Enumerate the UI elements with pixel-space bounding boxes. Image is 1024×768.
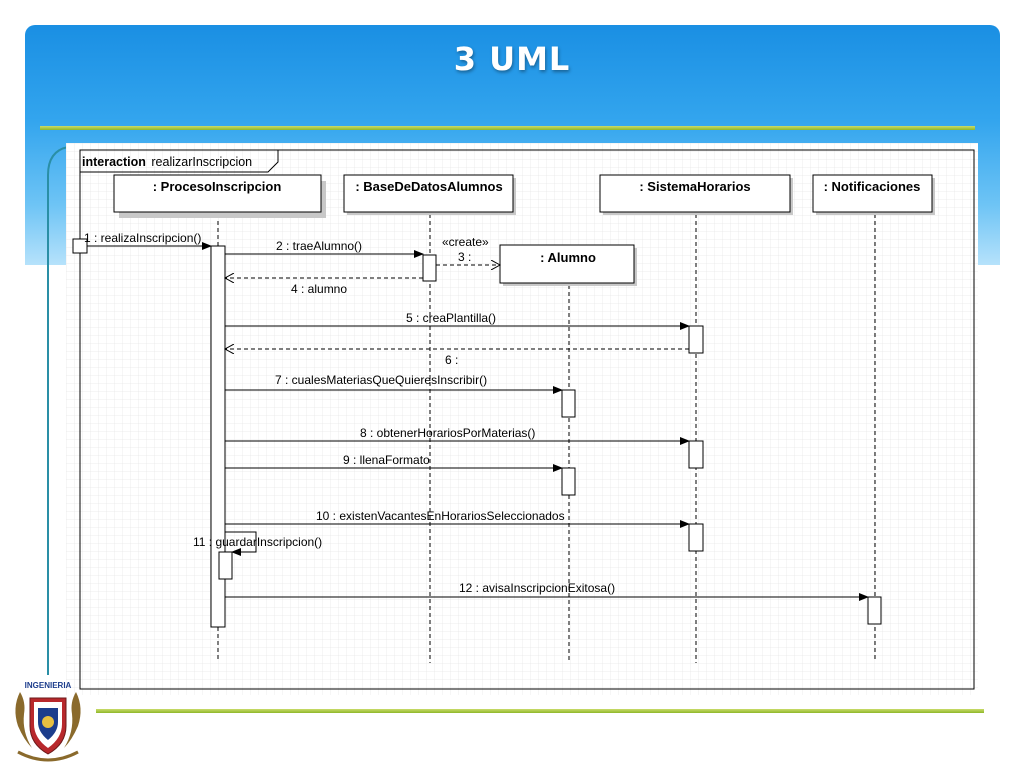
message-label-5: 5 : creaPlantilla() <box>406 311 496 325</box>
message-labels: 1 : realizaInscripcion() 2 : traeAlumno(… <box>84 231 615 595</box>
lifeline-head-proceso <box>113 174 322 213</box>
activation-basedatos <box>422 254 437 282</box>
top-divider <box>40 126 975 130</box>
message-label-11: 11 : guardarInscripcion() <box>193 535 322 549</box>
activation-horarios-2 <box>688 440 704 469</box>
activation-proceso-self <box>218 551 233 580</box>
frame-label-box <box>80 150 279 173</box>
lifeline-head-basedatos <box>343 174 514 213</box>
lifeline-label-alumno: : Alumno <box>540 250 596 265</box>
lifeline-heads: : ProcesoInscripcion : BaseDeDatosAlumno… <box>113 174 935 286</box>
message-label-4: 4 : alumno <box>291 282 347 296</box>
frame-name: realizarInscripcion <box>151 155 252 169</box>
slide-title: 3 UML <box>453 40 571 78</box>
frame-label: interaction realizarInscripcion <box>82 155 252 169</box>
activation-notificaciones <box>867 596 882 625</box>
bottom-divider <box>96 709 984 713</box>
interaction-frame <box>79 149 975 690</box>
message-label-3: 3 : <box>458 250 471 264</box>
activation-alumno-2 <box>561 467 576 496</box>
message-label-12: 12 : avisaInscripcionExitosa() <box>459 581 615 595</box>
lifeline-head-notificaciones <box>812 174 933 213</box>
logo-text: INGENIERIA <box>25 681 72 690</box>
message-label-7: 7 : cualesMateriasQueQuieresInscribir() <box>275 373 487 387</box>
activation-horarios-1 <box>688 325 704 354</box>
lifeline-label-horarios: : SistemaHorarios <box>639 179 750 194</box>
activation-proceso <box>210 245 226 628</box>
message-arrow-11 <box>225 531 257 556</box>
faculty-logo: INGENIERIA <box>15 681 81 762</box>
activation-bars <box>210 245 882 628</box>
grid-background <box>66 143 978 695</box>
left-bracket <box>47 146 69 675</box>
activation-alumno-1 <box>561 389 576 418</box>
lifeline-label-notificaciones: : Notificaciones <box>824 179 921 194</box>
message-label-6: 6 : <box>445 353 458 367</box>
activation-horarios-3 <box>688 523 704 552</box>
frame-keyword: interaction <box>82 155 146 169</box>
message-label-9: 9 : llenaFormato <box>343 453 430 467</box>
message-label-2: 2 : traeAlumno() <box>276 239 362 253</box>
message-arrows <box>87 242 869 601</box>
message-label-8: 8 : obtenerHorariosPorMaterias() <box>360 426 535 440</box>
lifeline-head-horarios <box>599 174 791 213</box>
message-stereotype-3: «create» <box>442 235 489 249</box>
message-label-10: 10 : existenVacantesEnHorariosSelecciona… <box>316 509 565 523</box>
lifeline-head-alumno <box>499 244 635 284</box>
lifeline-label-proceso: : ProcesoInscripcion <box>153 179 282 194</box>
sequence-diagram: interaction realizarInscripcion : Proces… <box>66 143 978 695</box>
lifeline-label-basedatos: : BaseDeDatosAlumnos <box>355 179 502 194</box>
message-label-1: 1 : realizaInscripcion() <box>84 231 201 245</box>
